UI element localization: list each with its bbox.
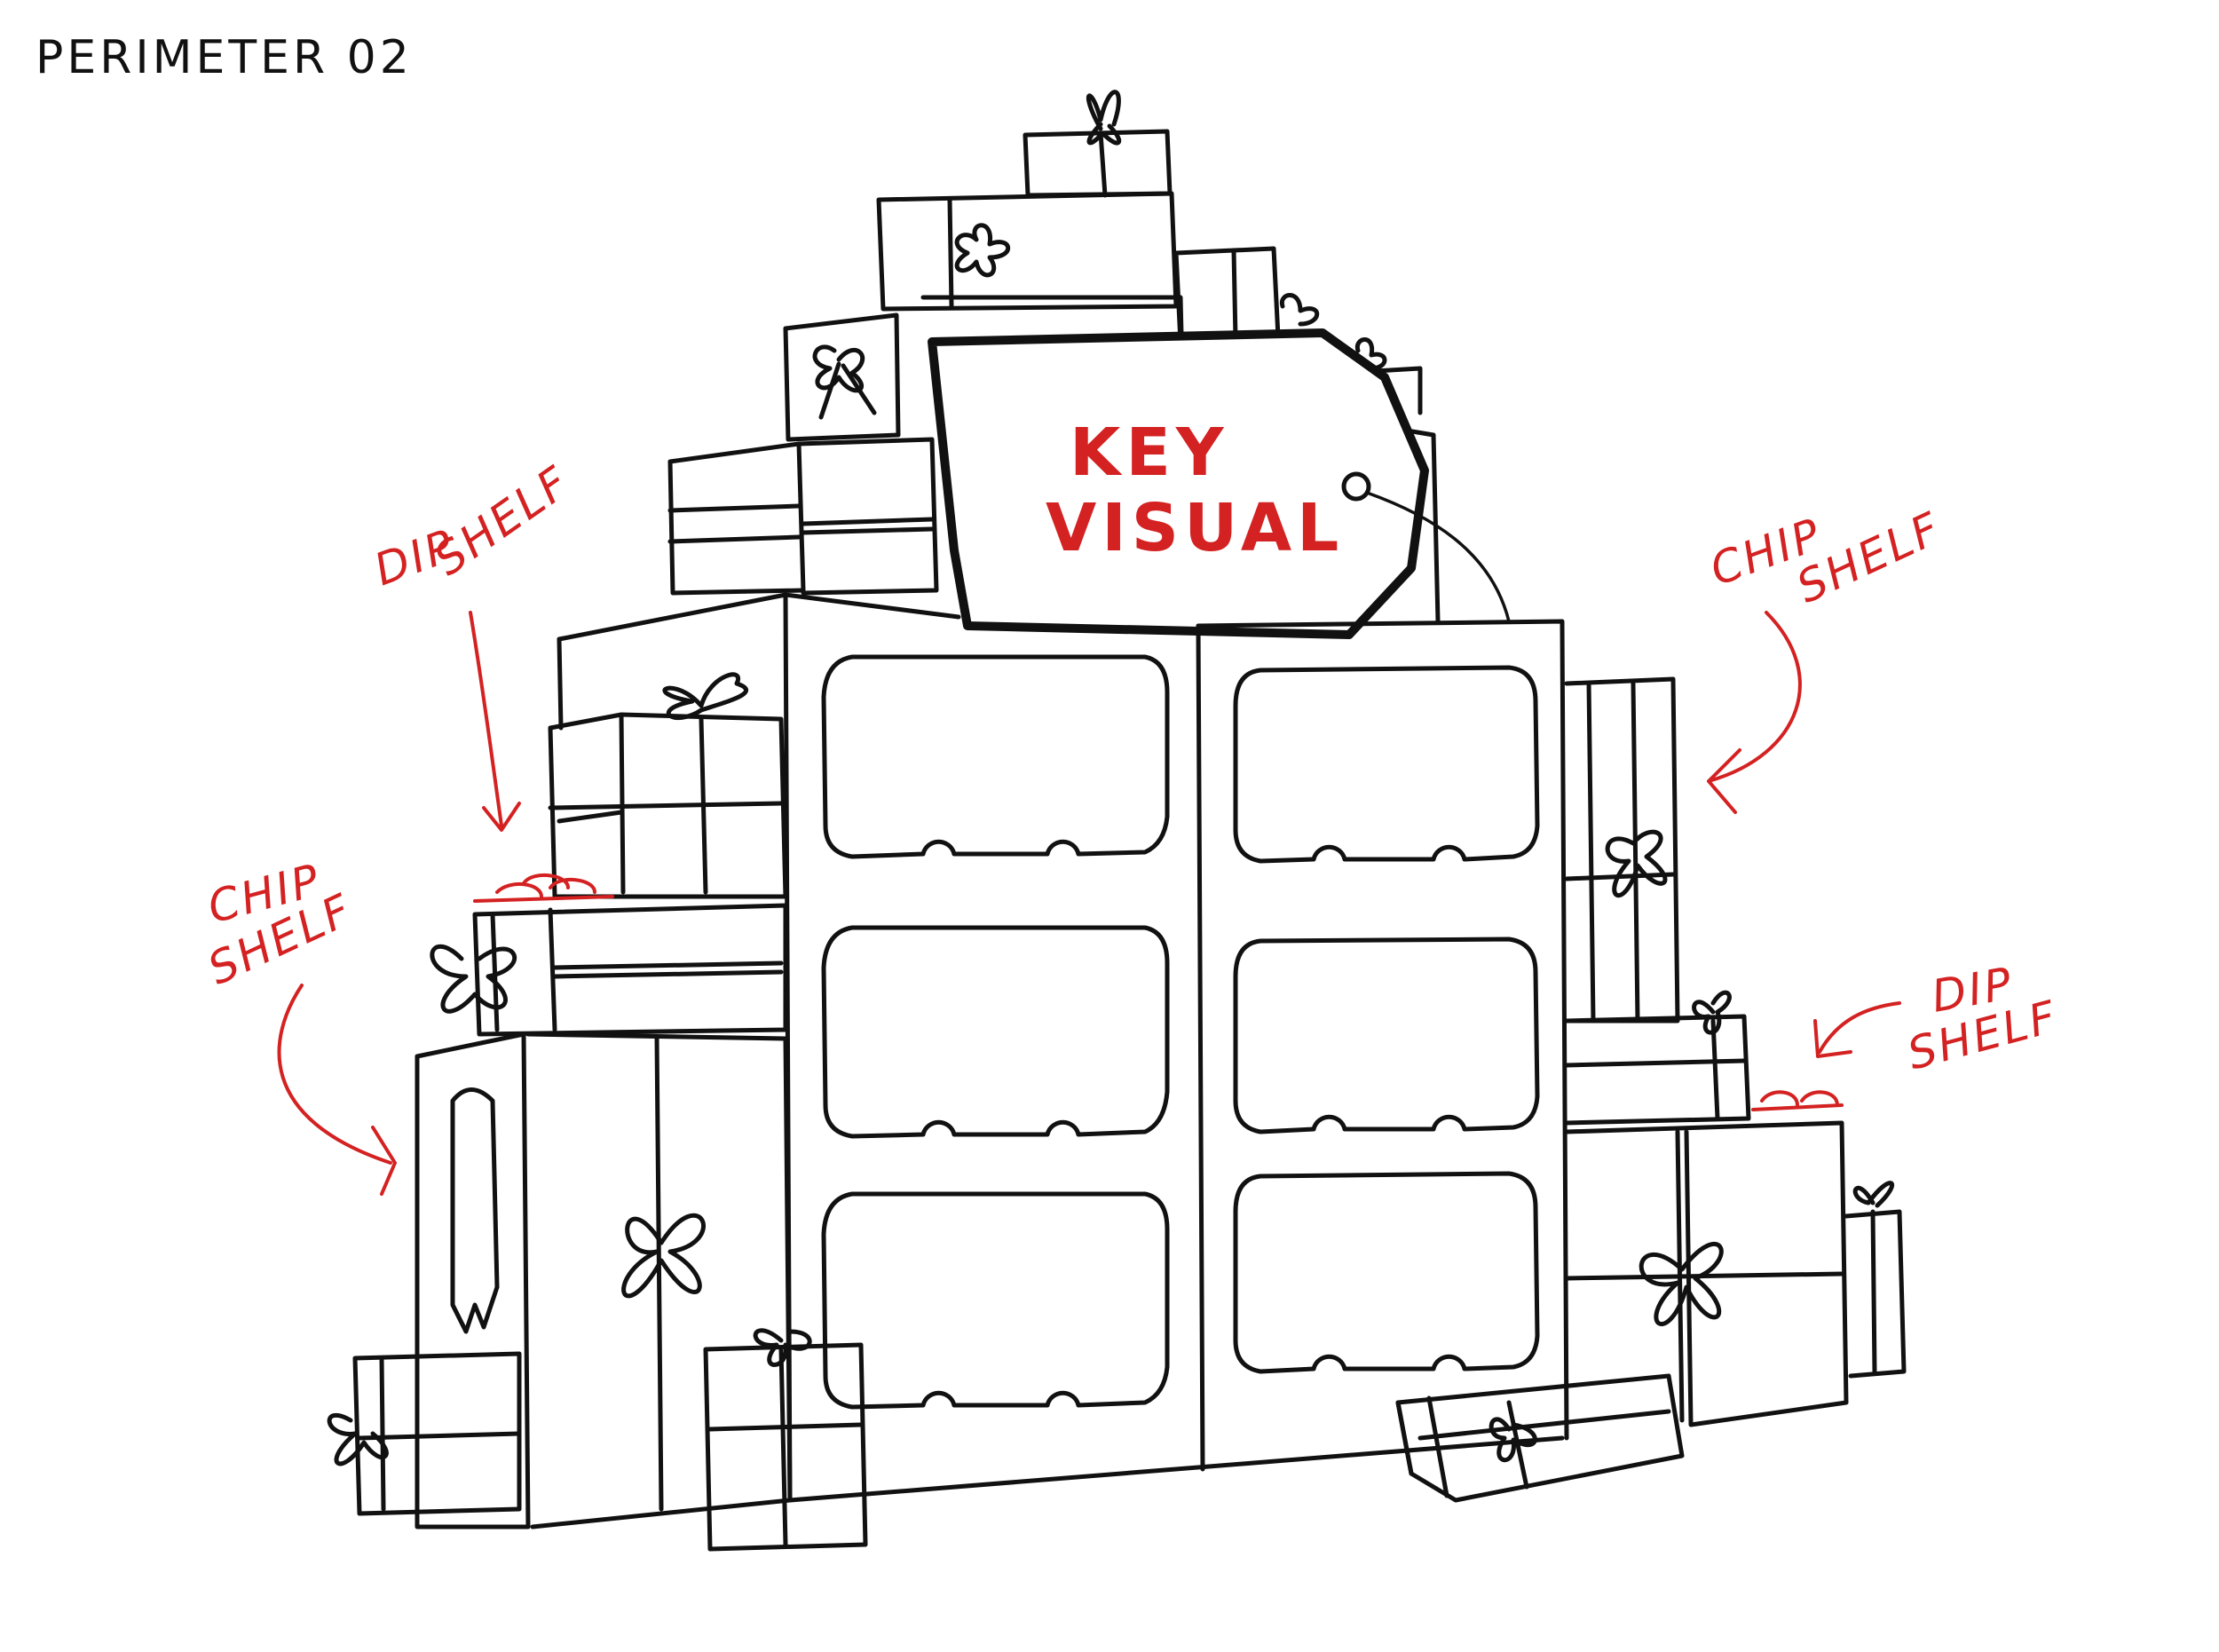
annotation-chip-shelf-right: CHIP SHELF xyxy=(1703,502,1949,814)
left-shelf-column xyxy=(821,654,1170,1410)
key-visual-line1: KEY xyxy=(1070,415,1228,491)
annotation-dip-shelf-left: DIP SHELF xyxy=(367,455,580,832)
top-gift-stack xyxy=(667,90,1441,624)
right-side-gifts xyxy=(1395,676,1907,1503)
left-side-gifts xyxy=(327,672,868,1552)
page-title: PERIMETER 02 xyxy=(36,31,413,84)
annotation-chip-shelf-left: CHIP SHELF xyxy=(201,854,397,1196)
key-visual-line2: VISUAL xyxy=(1046,490,1344,566)
right-shelf-column xyxy=(1233,665,1540,1374)
key-visual-tag: KEY VISUAL xyxy=(928,328,1511,639)
annotation-dip-shelf-right: DIP SHELF xyxy=(1813,958,2064,1080)
dip-shelf-left-line2: SHELF xyxy=(425,455,580,585)
main-display-unit xyxy=(557,592,1569,1503)
